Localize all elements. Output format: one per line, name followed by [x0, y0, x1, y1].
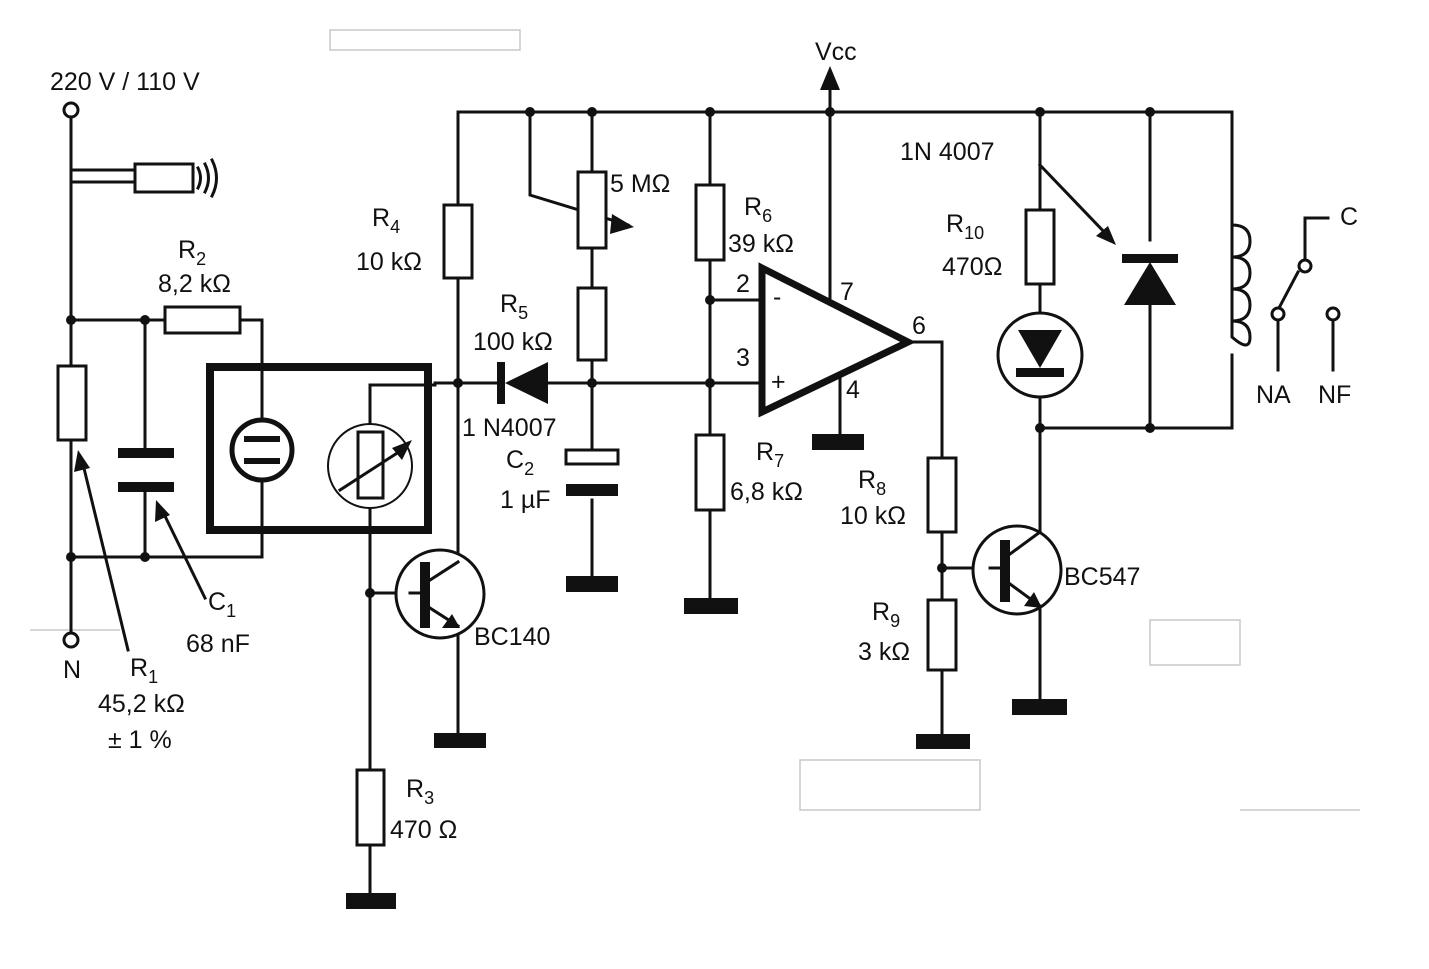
terminals: [62, 66, 840, 649]
q2-label: BC547: [1064, 563, 1140, 591]
neutral-label: N: [63, 656, 81, 684]
d2-label: 1N 4007: [900, 138, 995, 166]
r4-value: 10 kΩ: [356, 248, 422, 276]
r9-body: [926, 598, 958, 672]
relay-na-label: NA: [1256, 381, 1291, 409]
r7-value: 6,8 kΩ: [730, 478, 803, 506]
ground-icon: [1012, 699, 1067, 715]
pot-value: 5 MΩ: [610, 170, 670, 198]
r7-body: [694, 433, 726, 512]
c1-arrow-icon: [155, 500, 208, 601]
vcc-label: Vcc: [815, 38, 857, 66]
vcc-arrow-icon: [820, 66, 840, 90]
pot-wiper-arrow-icon: [610, 214, 634, 234]
relay-coil-icon: [1230, 223, 1252, 347]
q1-transistor-icon: [394, 548, 486, 640]
r3-body: [355, 768, 386, 847]
ground-icon: [346, 893, 396, 909]
opamp-plus: +: [771, 368, 786, 396]
r5-label: R5: [500, 290, 528, 323]
neon-glow-icon: [229, 417, 295, 483]
c1-capacitor-icon: [118, 448, 174, 492]
junctions: [66, 107, 1155, 598]
d2-arrow-icon: [1037, 162, 1116, 245]
pot-body: [576, 170, 608, 250]
mains-label: 220 V / 110 V: [50, 68, 200, 96]
opamp-minus: -: [773, 283, 781, 311]
neutral-terminal: [62, 631, 80, 649]
ldr-icon: [327, 423, 413, 509]
opamp-pin2: 2: [736, 270, 750, 298]
r1-value: 45,2 kΩ: [98, 690, 185, 718]
opamp-pin4: 4: [846, 376, 860, 404]
opamp-pin7: 7: [840, 278, 854, 306]
r1-body: [56, 364, 88, 442]
r6-label: R6: [744, 193, 772, 226]
labels: 220 V / 110 V Vcc N R1 45,2 kΩ ± 1 % R2 …: [50, 38, 1358, 844]
r7-label: R7: [756, 438, 784, 471]
r10-body: [1024, 208, 1056, 286]
d1-label: 1 N4007: [462, 414, 557, 442]
r10-label: R10: [946, 210, 984, 243]
wires: [69, 73, 1234, 897]
r2-value: 8,2 kΩ: [158, 270, 231, 298]
relay-c-label: C: [1340, 203, 1358, 231]
opamp-pin3: 3: [736, 344, 750, 372]
r2-label: R2: [178, 236, 206, 269]
ground-icon: [812, 434, 864, 450]
r6-body: [694, 183, 726, 262]
r3-value: 470 Ω: [390, 816, 457, 844]
r8-value: 10 kΩ: [840, 502, 906, 530]
q1-label: BC140: [474, 623, 550, 651]
d2-diode-icon: [1122, 254, 1178, 305]
ground-icon: [566, 576, 618, 592]
c2-label: C2: [506, 446, 534, 479]
r9-label: R9: [872, 598, 900, 631]
r3-label: R3: [406, 775, 434, 808]
r4-label: R4: [372, 204, 400, 237]
r6-value: 39 kΩ: [728, 230, 794, 258]
r5-body: [576, 286, 608, 362]
background-artifacts: [30, 29, 1360, 811]
ground-icon: [684, 598, 738, 614]
r10-value: 470Ω: [942, 253, 1002, 281]
opamp-icon: [758, 262, 916, 418]
r1-tolerance: ± 1 %: [108, 726, 172, 754]
ground-icon: [916, 734, 970, 749]
c1-value: 68 nF: [186, 630, 250, 658]
c2-capacitor-icon: [564, 448, 620, 496]
ground-symbols: [346, 434, 1067, 909]
r1-label: R1: [130, 654, 158, 687]
d1-diode-icon: [497, 362, 548, 404]
r9-value: 3 kΩ: [858, 638, 910, 666]
neon-lamp-icon: [133, 157, 218, 199]
q2-transistor-icon: [971, 524, 1063, 616]
r2-body: [163, 305, 242, 335]
relay-nf-label: NF: [1318, 381, 1351, 409]
c2-value: 1 µF: [500, 486, 551, 514]
led-icon: [996, 311, 1084, 399]
resistors: [56, 170, 1056, 847]
relay-contacts: [1270, 216, 1341, 372]
r1-arrow-icon: [74, 450, 130, 652]
r8-body: [926, 456, 958, 534]
ground-icon: [434, 733, 486, 748]
opamp-pin6: 6: [912, 312, 926, 340]
optocoupler: [206, 363, 432, 534]
mains-terminal: [62, 101, 80, 119]
r5-value: 100 kΩ: [473, 328, 553, 356]
c1-label: C1: [208, 588, 236, 621]
r4-body: [442, 203, 474, 280]
r8-label: R8: [858, 466, 886, 499]
